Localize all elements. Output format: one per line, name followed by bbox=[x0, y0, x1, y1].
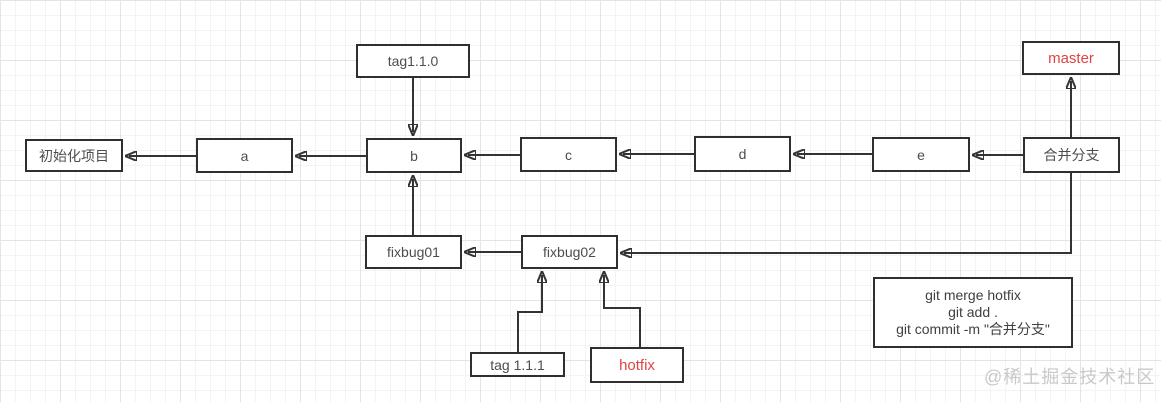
node-tag-1-1-1: tag 1.1.1 bbox=[470, 352, 565, 377]
note-line-1: git merge hotfix bbox=[925, 287, 1021, 303]
note-line-3: git commit -m "合并分支" bbox=[896, 321, 1050, 337]
node-tag-1-1-0: tag1.1.0 bbox=[356, 44, 470, 78]
node-commit-c: c bbox=[520, 137, 617, 172]
node-commit-d: d bbox=[694, 136, 791, 172]
node-commit-b: b bbox=[366, 138, 462, 173]
node-hotfix-branch: hotfix bbox=[590, 347, 684, 383]
node-fixbug01: fixbug01 bbox=[365, 235, 462, 269]
arrow-tag111-to-fixbug02 bbox=[517, 275, 542, 352]
watermark: @稀土掘金技术社区 bbox=[984, 367, 1156, 387]
node-commit-a: a bbox=[196, 138, 293, 173]
node-merge-branch: 合并分支 bbox=[1023, 137, 1120, 173]
note-line-2: git add . bbox=[948, 304, 998, 320]
node-master-branch: master bbox=[1022, 41, 1120, 75]
arrow-merge-to-fixbug02 bbox=[624, 173, 1072, 253]
node-init-project: 初始化项目 bbox=[25, 139, 123, 172]
node-commit-e: e bbox=[872, 137, 970, 172]
arrow-hotfix-to-fixbug02 bbox=[604, 275, 641, 347]
note-git-commands: git merge hotfix git add . git commit -m… bbox=[873, 277, 1073, 348]
node-fixbug02: fixbug02 bbox=[521, 235, 618, 269]
